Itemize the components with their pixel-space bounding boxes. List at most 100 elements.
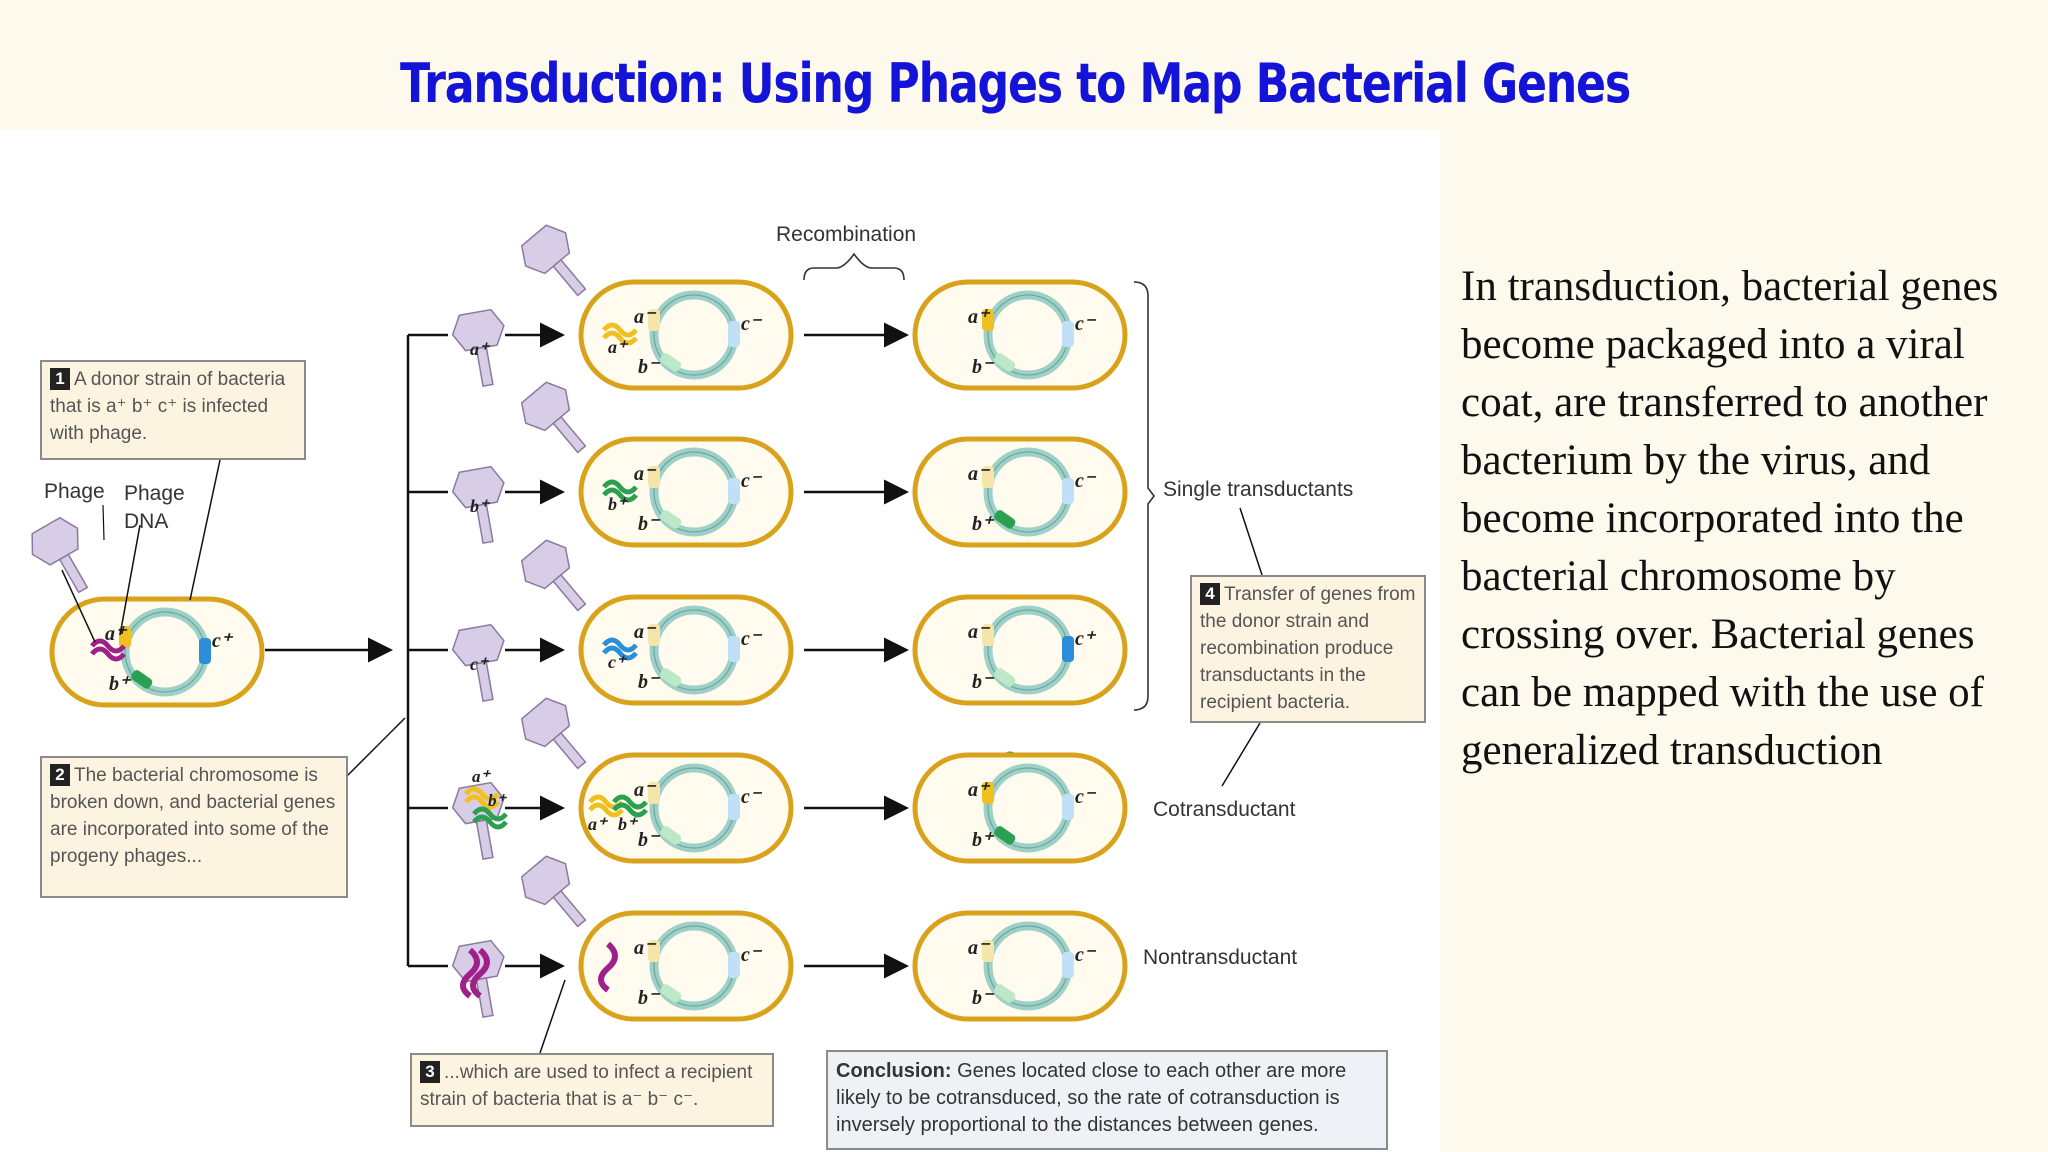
phage-tail	[58, 553, 89, 594]
phage-tail	[475, 503, 494, 545]
recipient-cell-2: a⁻c⁻b⁻b⁺	[578, 436, 794, 548]
gene-a-block	[982, 782, 994, 804]
outcome-cell-5: a⁻ c⁻ b⁻	[912, 910, 1128, 1022]
recipient-cell-3: a⁻c⁻b⁻c⁺	[578, 594, 794, 706]
step-1-pointer	[189, 459, 221, 601]
step-3-number: 3	[420, 1061, 440, 1083]
gene-c-block	[728, 478, 740, 504]
phage-label: Phage	[44, 480, 105, 503]
phage-gene-label-a: a⁺	[472, 767, 492, 786]
phage-tail	[552, 573, 587, 612]
injected-label-b: b⁺	[618, 814, 639, 834]
cell-membrane	[578, 436, 794, 548]
step-4-text: Transfer of genes from the donor strain …	[1200, 584, 1416, 713]
phage-head	[451, 623, 505, 667]
cell-membrane	[578, 752, 794, 864]
gene-a-block	[982, 940, 994, 962]
step-4-number: 4	[1200, 583, 1220, 605]
gene-b-label: b⁻	[638, 356, 661, 378]
gene-b-label: b⁻	[972, 671, 995, 693]
injected-phage-dna	[598, 941, 618, 993]
gene-c-label: c⁻	[741, 628, 763, 650]
gene-b-block	[660, 510, 682, 529]
body-paragraph: In transduction, bacterial genes become …	[1461, 263, 1999, 774]
gene-c-block	[1062, 794, 1074, 820]
gene-b-label: b⁻	[972, 987, 995, 1009]
gene-b-block	[994, 826, 1016, 845]
phage-gene-label-3: c⁺	[470, 654, 490, 674]
phage-head	[520, 539, 571, 590]
gene-a-label: a⁻	[634, 621, 657, 643]
gene-c-block	[1062, 636, 1074, 662]
phage-dna-fragment-5b	[470, 947, 490, 999]
injected-fragment-1	[602, 322, 638, 338]
step-2-pointer	[342, 717, 406, 781]
gene-b-block	[994, 510, 1016, 529]
gene-a-label: a⁻	[968, 463, 991, 485]
step-3-pointer	[539, 979, 566, 1054]
recipient-cell-1: a⁻c⁻b⁻a⁺	[578, 279, 794, 391]
gene-c-label: c⁻	[741, 786, 763, 808]
cell-membrane	[578, 279, 794, 391]
gene-c-label: c⁻	[741, 470, 763, 492]
gene-c-block	[728, 321, 740, 347]
single-transductants-bracket	[1133, 281, 1155, 711]
gene-c-block	[1062, 478, 1074, 504]
gene-b-block	[994, 668, 1016, 687]
gene-b-label: b⁺	[972, 513, 995, 535]
outcome-cell-2: a⁻c⁻b⁺	[912, 436, 1128, 548]
transduction-diagram: a⁺c⁺b⁺a⁺a⁻c⁻b⁻a⁺a⁺c⁻b⁻b⁺a⁻c⁻b⁻b⁺a⁻c⁻b⁺c⁺…	[31, 224, 1263, 1086]
phage-dna-fragment-5	[460, 947, 480, 999]
gene-b-label: b⁺	[972, 829, 995, 851]
cell-membrane	[578, 910, 794, 1022]
attaching-phage-1	[520, 224, 587, 297]
step-1-text: A donor strain of bacteria that is a⁺ b⁺…	[50, 369, 286, 444]
step-3-text: ...which are used to infect a recipient …	[420, 1062, 753, 1110]
phage-head	[520, 697, 571, 748]
injected-fragment-1-2	[602, 330, 638, 346]
gene-c-block	[728, 794, 740, 820]
phage-gene-fragment-a-2	[464, 794, 500, 810]
phage-tail	[552, 258, 587, 297]
gene-b-block	[660, 826, 682, 845]
transducing-phage-2	[451, 465, 1037, 772]
gene-b-label: b⁺	[109, 673, 132, 695]
cell-membrane	[49, 596, 265, 708]
injected-label-2: b⁺	[608, 494, 629, 514]
transduction-figure: a⁺c⁺b⁺a⁺a⁻c⁻b⁻a⁺a⁺c⁻b⁻b⁺a⁻c⁻b⁻b⁺a⁻c⁻b⁺c⁺…	[0, 130, 1440, 1152]
gene-b-block	[660, 984, 682, 1003]
donor-phage-dna	[90, 638, 126, 654]
phage-dna-label: Phage DNA	[124, 482, 185, 533]
injected-fragment-3-2	[602, 645, 638, 661]
phage-injection-pointer	[61, 569, 96, 643]
phage-gene-fragment-b	[472, 806, 508, 822]
injected-fragment-a-2	[588, 802, 624, 818]
phage-tail	[552, 415, 587, 454]
injected-label-3: c⁺	[608, 652, 628, 672]
gene-c-label: c⁻	[1075, 944, 1097, 966]
gene-b-block	[660, 353, 682, 372]
attaching-phage-4	[520, 697, 587, 770]
gene-c-label: c⁻	[741, 944, 763, 966]
slide-title: Transduction: Using Phages to Map Bacter…	[400, 52, 1631, 115]
injected-fragment-b	[612, 794, 648, 810]
attaching-phage-5	[520, 855, 587, 928]
gene-b-label: b⁻	[972, 356, 995, 378]
phage-dna-pointer	[119, 524, 141, 636]
step-2-number: 2	[50, 764, 70, 786]
injected-fragment-b-2	[612, 802, 648, 818]
gene-a-label: a⁻	[968, 937, 991, 959]
phage-gene-label-b: b⁺	[488, 791, 508, 810]
gene-c-block	[199, 638, 211, 664]
gene-b-label: b⁻	[638, 513, 661, 535]
donor-cell: a⁺c⁺b⁺	[49, 596, 265, 708]
phage-gene-label-1: a⁺	[470, 339, 491, 359]
conclusion-label: Conclusion:	[836, 1060, 952, 1082]
gene-c-label: c⁺	[212, 630, 234, 652]
gene-a-label: a⁻	[968, 621, 991, 643]
gene-b-block	[131, 670, 153, 689]
gene-a-block	[648, 309, 660, 331]
phage-tail	[475, 819, 494, 861]
phage-gene-fragment-b-2	[472, 814, 508, 830]
